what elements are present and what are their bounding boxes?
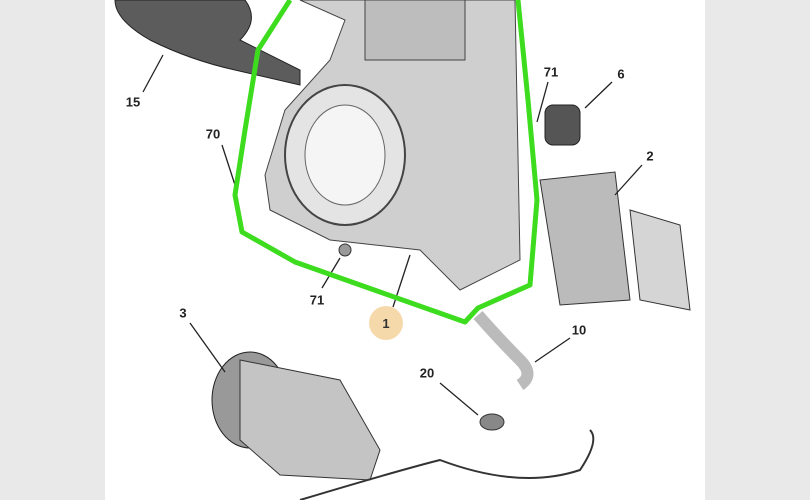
part-6-actuator	[544, 104, 581, 146]
label-part-6: 6	[617, 66, 625, 82]
label-part-70: 70	[205, 126, 221, 142]
part-71-bottom-clip	[338, 243, 352, 257]
part-3-blower-housing	[239, 359, 381, 481]
label-part-71-bottom: 71	[309, 292, 325, 308]
wiring-harness	[299, 429, 595, 500]
part-15-duct	[114, 0, 301, 86]
label-part-2: 2	[646, 148, 654, 164]
highlight-outline	[232, 0, 540, 325]
label-part-1-badge: 1	[369, 306, 403, 340]
part-2-heater-core	[539, 171, 631, 306]
label-part-3: 3	[179, 305, 187, 321]
label-part-71-top: 71	[543, 64, 559, 80]
housing-top-box	[364, 0, 466, 61]
part-10-drain-pipe	[473, 311, 534, 390]
label-part-15: 15	[125, 94, 141, 110]
label-part-20: 20	[419, 365, 435, 381]
part-20-grommet	[479, 413, 505, 431]
label-part-10: 10	[571, 322, 587, 338]
